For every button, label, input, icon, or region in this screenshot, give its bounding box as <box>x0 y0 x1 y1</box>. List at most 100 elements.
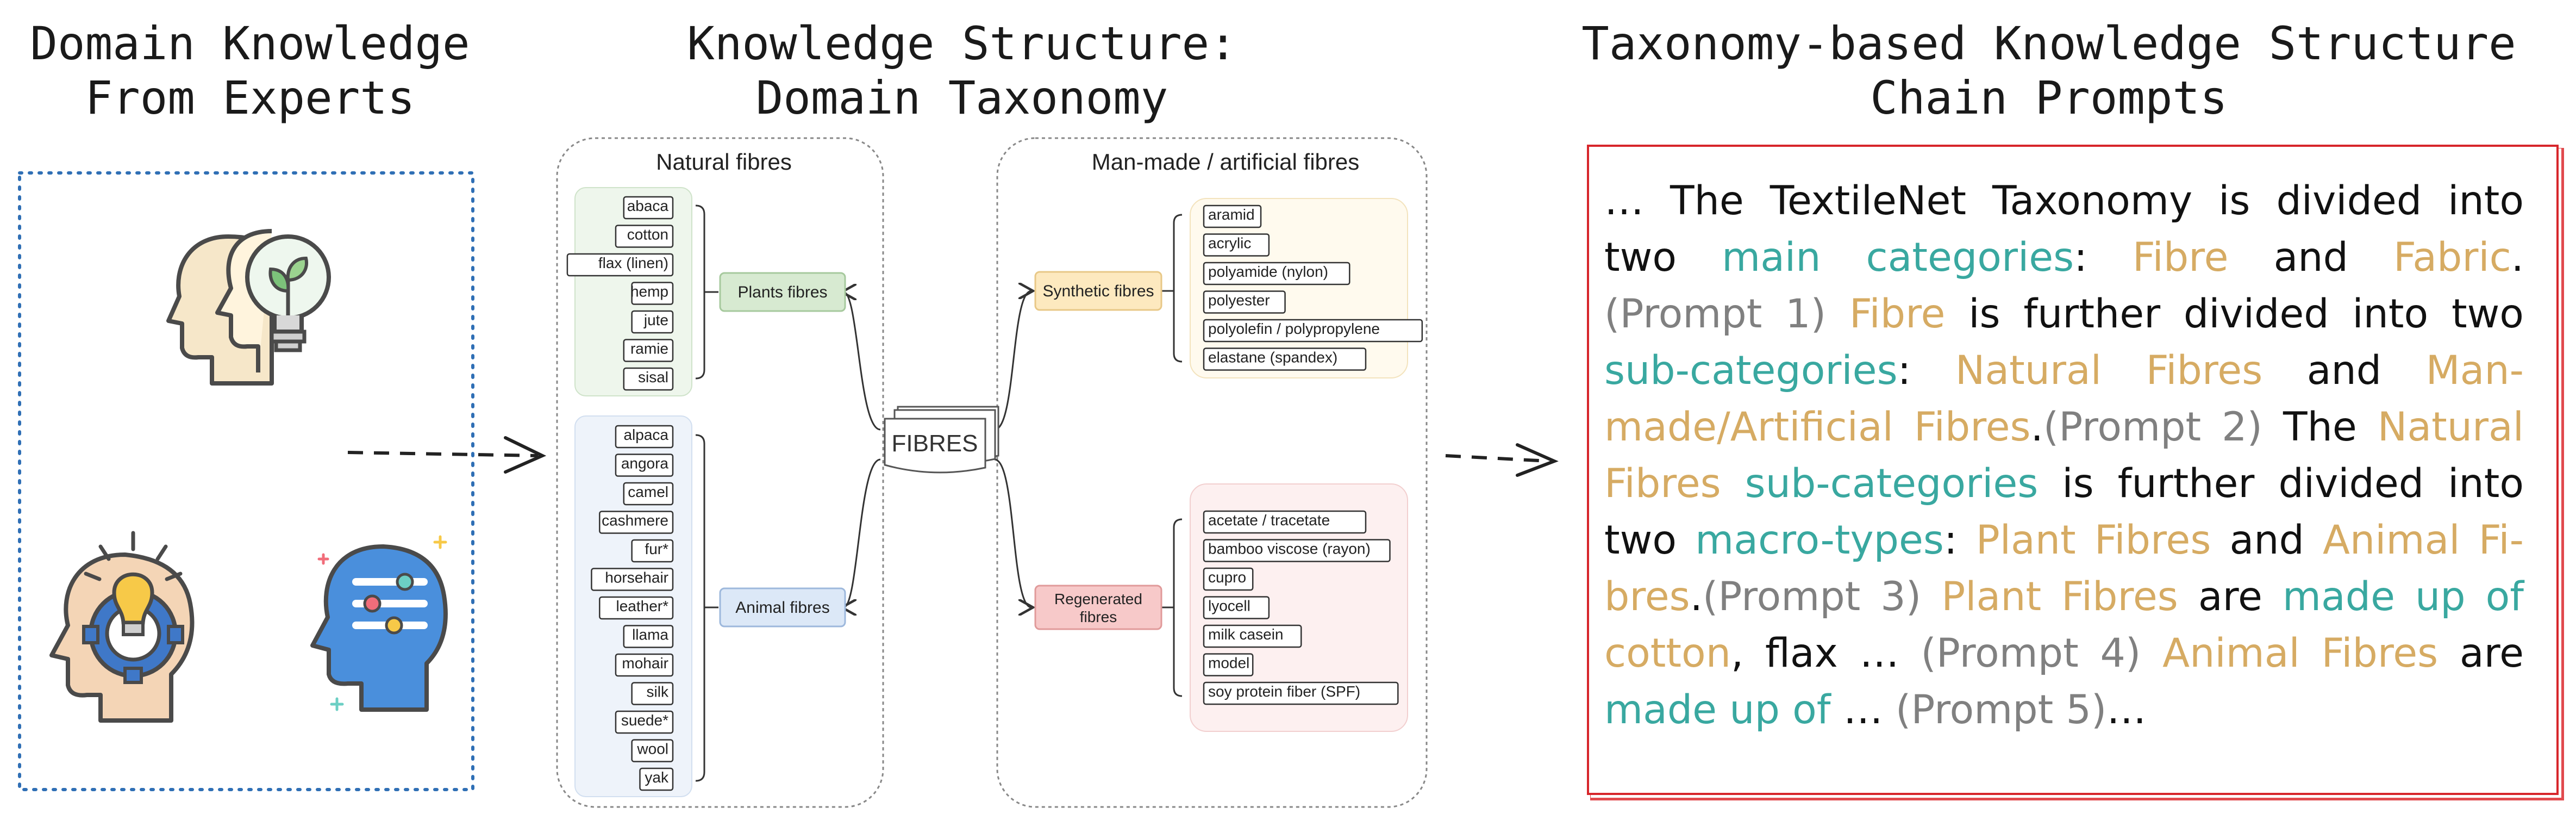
regenerated-fibres-label-line1: Regenerated <box>1054 591 1142 607</box>
chain-segment-plain: . <box>2030 404 2043 450</box>
chain-prompts-text: … The TextileNet Taxonomy is divided int… <box>1604 173 2524 738</box>
leaf-synthetic-item: polyamide (nylon) <box>1203 262 1350 285</box>
heading-line: Domain Taxonomy <box>755 71 1168 125</box>
leaf-label: ramie <box>630 340 668 357</box>
leaf-regenerated-item: acetate / tracetate <box>1203 510 1367 534</box>
regenerated-fibres-label-line2: fibres <box>1080 608 1117 625</box>
taxonomy-leaves: abaca cotton flax (linen) hemp jute ramie sisa… <box>566 196 1423 791</box>
leaf-box <box>591 568 674 591</box>
synthetic-fibres-node <box>1034 271 1162 311</box>
leaf-animals-item: fur* <box>631 539 674 563</box>
chain-segment-grey: (Prompt 5) <box>1895 687 2107 733</box>
leaf-synthetic-item: acrylic <box>1203 233 1270 257</box>
chain-segment-teal: sub-categories <box>1604 347 1898 394</box>
chain-segment-plain: and <box>2262 347 2426 394</box>
leaf-synthetic-item: elastane (spandex) <box>1203 347 1367 371</box>
leaf-label: angora <box>621 455 669 472</box>
leaf-label: mohair <box>622 655 668 672</box>
heading-line: Chain Prompts <box>1870 71 2228 125</box>
leaf-synthetic-item: polyester <box>1203 290 1286 314</box>
leaf-regenerated-item: cupro <box>1203 567 1254 591</box>
leaf-box <box>566 253 674 277</box>
leaf-label: jute <box>643 312 668 328</box>
leaf-box <box>615 425 674 449</box>
leaf-animals-item: angora <box>615 454 674 477</box>
leaf-box <box>631 539 674 563</box>
chain-segment-gold: Natu­ral Fibres <box>1604 404 2524 507</box>
heading-line: Taxonomy-based Knowledge Structure <box>1581 17 2516 70</box>
leaf-plants-item: abaca <box>623 196 674 220</box>
chain-segment-plain: : <box>1943 517 1976 563</box>
artificial-fibres-frame <box>996 137 1428 808</box>
chain-segment-grey: (Prompt 4) <box>1921 630 2141 676</box>
leaf-synthetic-item: polyolefin / polypropylene <box>1203 319 1423 343</box>
leaf-label: camel <box>628 483 668 500</box>
leaf-box <box>599 511 674 534</box>
leaf-animals-item: wool <box>631 739 674 762</box>
chain-segment-plain: … <box>2106 687 2147 733</box>
regenerated-fibres-node <box>1034 585 1162 630</box>
chain-segment-plain: . <box>1690 574 1703 620</box>
leaf-box <box>623 196 674 220</box>
chain-segment-grey: (Prompt 2) <box>2043 404 2263 450</box>
leaf-label: cupro <box>1208 569 1246 586</box>
leaf-box <box>1203 290 1286 314</box>
leaf-plants-item: cotton <box>615 225 674 248</box>
heading-domain-knowledge: Domain Knowledge From Experts <box>0 16 500 125</box>
leaf-box <box>1203 681 1399 705</box>
heading-knowledge-structure: Knowledge Structure: Domain Taxonomy <box>652 16 1272 125</box>
leaf-box <box>615 225 674 248</box>
leaf-box <box>631 739 674 762</box>
leaf-box <box>599 596 674 620</box>
leaf-label: suede* <box>621 712 668 729</box>
leaf-synthetic-item: aramid <box>1203 204 1262 228</box>
leaf-regenerated-item: lyocell <box>1203 596 1270 619</box>
chain-segment-plain <box>1721 461 1745 507</box>
leaf-label: abaca <box>627 197 669 214</box>
synthetic-bracket <box>1173 214 1183 363</box>
heading-chain-prompts: Taxonomy-based Knowledge Structure Chain… <box>1565 16 2533 125</box>
leaf-plants-item: hemp <box>630 282 674 305</box>
leaf-animals-item: suede* <box>615 710 674 734</box>
leaf-box <box>1203 653 1254 676</box>
animal-bracket <box>695 434 705 782</box>
chain-segment-plain <box>1921 574 1941 620</box>
leaf-box <box>1203 347 1367 371</box>
leaf-box <box>615 710 674 734</box>
connector-root-to-regenerated <box>994 458 1031 607</box>
leaf-label: acrylic <box>1208 235 1251 252</box>
leaf-regenerated-item: model <box>1203 653 1254 676</box>
head-sliders-icon <box>310 535 448 712</box>
chain-segment-grey: (Prompt 1) <box>1604 291 1827 337</box>
leaf-label: aramid <box>1208 206 1255 223</box>
arrow-experts-to-taxonomy <box>347 436 547 474</box>
leaf-label: llama <box>632 626 668 643</box>
leaf-label: hemp <box>630 283 668 300</box>
chain-segment-gold: cotton <box>1604 630 1731 676</box>
chain-segment-gold: Natural Fibres <box>1955 347 2263 394</box>
connector-root-to-plants <box>843 292 881 431</box>
leaf-label: lyocell <box>1208 598 1251 614</box>
leaf-label: model <box>1208 655 1249 672</box>
leaf-label: leather* <box>616 598 668 614</box>
leaf-label: yak <box>645 769 669 786</box>
animal-fibres-node <box>719 587 846 628</box>
leaf-label: polyolefin / polypropylene <box>1208 320 1380 337</box>
chain-segment-gold: Fab­ric <box>2393 234 2511 281</box>
leaf-box <box>631 310 674 334</box>
leaf-label: cotton <box>627 226 668 243</box>
leaf-animals-item: silk <box>631 682 674 705</box>
heading-line: Domain Knowledge <box>30 17 470 70</box>
leaf-label: horsehair <box>605 569 668 586</box>
leaf-animals-item: cashmere <box>599 511 674 534</box>
leaf-box <box>1203 510 1367 534</box>
artificial-fibres-title: Man-made / artificial fibres <box>1092 149 1360 175</box>
chain-segment-plain: . <box>2511 234 2524 281</box>
leaf-plants-item: sisal <box>623 367 674 391</box>
heading-line: Knowledge Structure: <box>687 17 1237 70</box>
chain-segment-teal: macro-types <box>1695 517 1944 563</box>
leaf-box <box>623 625 674 648</box>
leaf-box <box>623 339 674 362</box>
leaf-plants-item: flax (linen) <box>566 253 674 277</box>
